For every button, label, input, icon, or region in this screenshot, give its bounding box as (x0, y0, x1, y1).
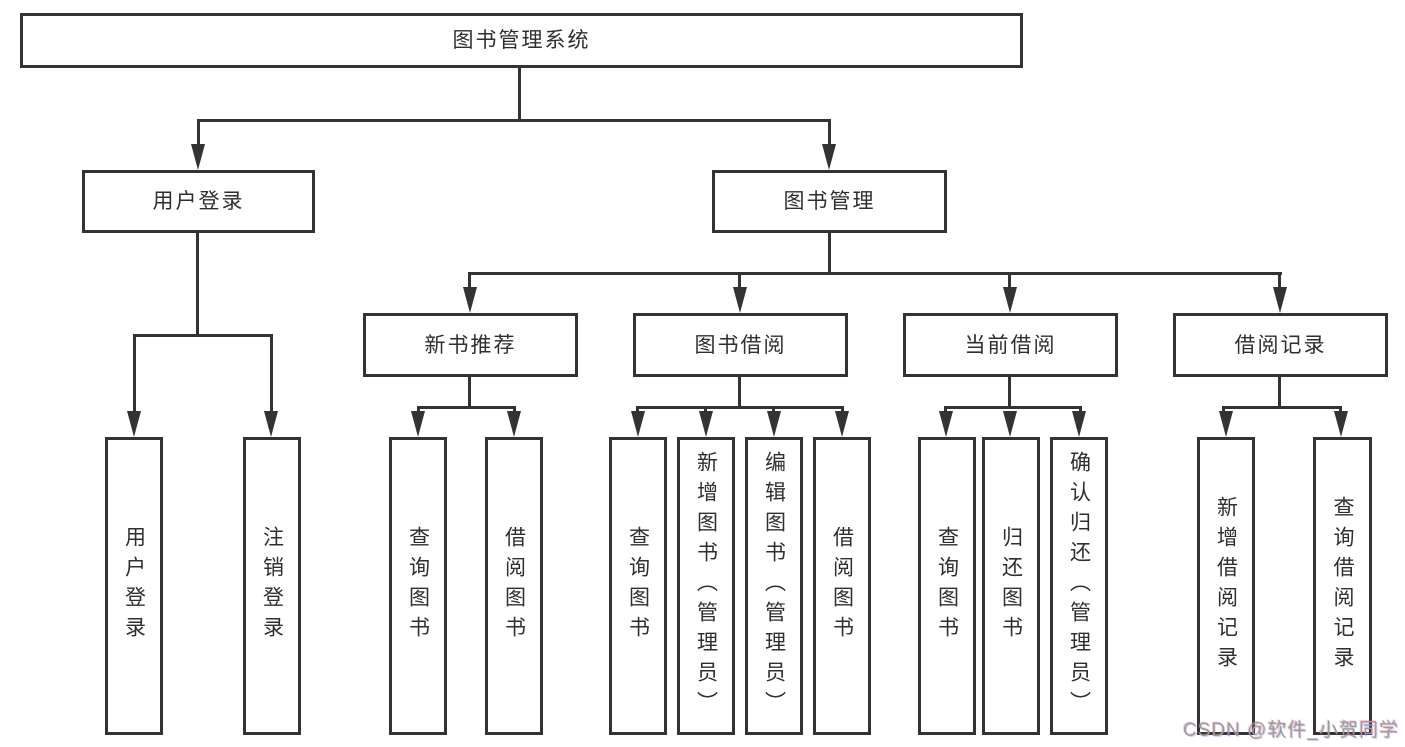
node-user-login: 用户登录 (82, 170, 315, 233)
connector-stem (636, 406, 639, 414)
arrowhead (767, 411, 781, 437)
arrowhead (631, 411, 645, 437)
node-book-borrowing: 图书借阅 (633, 313, 848, 377)
connector-branch (636, 406, 844, 409)
connector-stem (270, 334, 273, 416)
arrowhead (835, 411, 849, 437)
node-leaf-add-books-admin: 新增图书（管理员） (677, 437, 735, 735)
connector-branch (468, 272, 1282, 275)
arrowhead (264, 411, 278, 437)
arrowhead (733, 287, 747, 313)
connector-stem (738, 272, 741, 290)
node-leaf-borrow-books: 借阅图书 (813, 437, 871, 735)
arrowhead (699, 411, 713, 437)
connector-branch (133, 334, 273, 337)
node-library-system: 图书管理系统 (20, 13, 1023, 68)
connector-branch (1222, 406, 1342, 409)
connector-stem (828, 119, 831, 147)
arrowhead (822, 144, 836, 170)
connector-stem (133, 334, 136, 416)
arrowhead (1003, 411, 1017, 437)
node-leaf-query-borrow-record: 查询借阅记录 (1313, 437, 1372, 735)
arrowhead (1334, 411, 1348, 437)
node-leaf-query-books-recommend: 查询图书 (389, 437, 447, 735)
connector-stem (1339, 406, 1342, 414)
arrowhead (191, 144, 205, 170)
connector-stem (1222, 406, 1225, 414)
connector-stem (197, 119, 200, 147)
arrowhead (463, 287, 477, 313)
arrowhead (507, 411, 521, 437)
connector-stem (1278, 377, 1281, 409)
node-borrowing-records: 借阅记录 (1173, 313, 1388, 377)
node-current-borrowing: 当前借阅 (903, 313, 1118, 377)
node-leaf-logout: 注销登录 (243, 437, 301, 735)
connector-stem (738, 377, 741, 409)
connector-stem (704, 406, 707, 414)
watermark: CSDN @软件_小贺同学 (1183, 720, 1399, 741)
node-leaf-return-books: 归还图书 (982, 437, 1040, 735)
node-leaf-user-login: 用户登录 (105, 437, 163, 735)
connector-stem (828, 233, 831, 275)
arrowhead (1003, 287, 1017, 313)
node-book-management: 图书管理 (712, 170, 947, 233)
node-leaf-confirm-return-admin: 确认归还（管理员） (1050, 437, 1108, 735)
node-leaf-query-books-borrow: 查询图书 (609, 437, 667, 735)
connector-stem (1008, 272, 1011, 290)
connector-branch (944, 406, 1082, 409)
arrowhead (411, 411, 425, 437)
connector-stem (468, 272, 471, 290)
node-new-book-recommend: 新书推荐 (363, 313, 578, 377)
connector-stem (417, 406, 420, 414)
connector-stem (196, 233, 199, 337)
node-leaf-query-books-current: 查询图书 (918, 437, 976, 735)
connector-branch (197, 119, 831, 122)
connector-stem (1278, 272, 1281, 290)
arrowhead (1219, 411, 1233, 437)
connector-stem (944, 406, 947, 414)
arrowhead (1072, 411, 1086, 437)
connector-stem (513, 406, 516, 414)
arrowhead (1273, 287, 1287, 313)
connector-stem (772, 406, 775, 414)
connector-stem (468, 377, 471, 409)
node-leaf-add-borrow-record: 新增借阅记录 (1197, 437, 1255, 735)
connector-branch (417, 406, 516, 409)
connector-stem (518, 66, 521, 122)
node-leaf-edit-books-admin: 编辑图书（管理员） (745, 437, 803, 735)
connector-stem (841, 406, 844, 414)
node-leaf-borrow-books-recommend: 借阅图书 (485, 437, 543, 735)
arrowhead (939, 411, 953, 437)
connector-stem (1079, 406, 1082, 414)
arrowhead (127, 411, 141, 437)
connector-stem (1008, 377, 1011, 409)
